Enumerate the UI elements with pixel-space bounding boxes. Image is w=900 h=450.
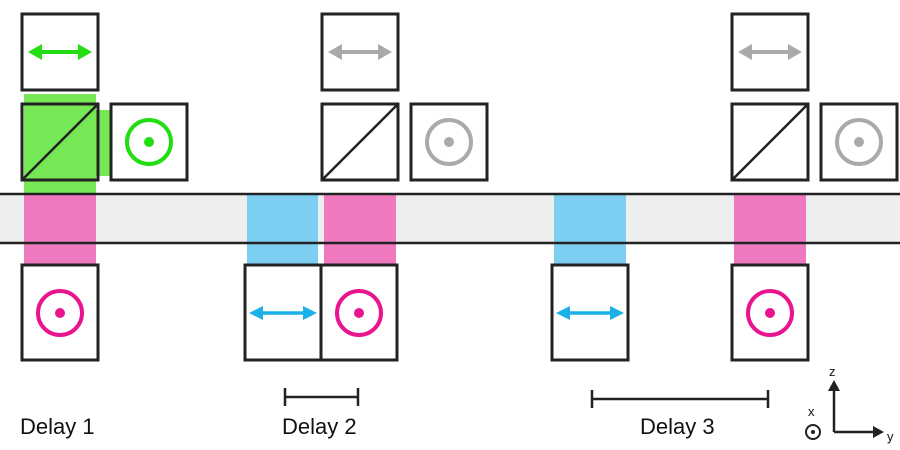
circle-dot-icon xyxy=(36,289,84,337)
pump-box-3 xyxy=(730,263,810,362)
analyzer-box-1 xyxy=(20,12,100,92)
delay-2-bracket xyxy=(283,388,360,406)
probe-box-3 xyxy=(550,263,630,362)
pump-box-1 xyxy=(20,263,100,362)
beam-splitter-3 xyxy=(730,102,810,182)
delay-2-label: Delay 2 xyxy=(282,414,357,439)
double-arrow-icon xyxy=(328,44,392,60)
probe-box-2 xyxy=(243,263,323,362)
band-mid-3 xyxy=(396,195,554,243)
diagonal-split-icon xyxy=(321,103,399,181)
magenta-beam-3 xyxy=(734,194,806,266)
circle-dot-icon xyxy=(835,118,883,166)
bottom-row xyxy=(20,263,810,362)
diagonal-split-icon xyxy=(731,103,809,181)
axis-indicator: z x y xyxy=(805,364,894,444)
delay-1-label: Delay 1 xyxy=(20,414,95,439)
top-row xyxy=(20,12,899,182)
band-left xyxy=(0,195,24,243)
pump-box-2 xyxy=(319,263,399,362)
green-beam-vertical xyxy=(24,94,96,194)
double-arrow-icon xyxy=(28,44,92,60)
delay-3-bracket xyxy=(590,390,770,408)
magenta-beam-2 xyxy=(324,194,396,266)
x-axis-out-of-plane-icon xyxy=(805,424,821,440)
circle-dot-icon xyxy=(425,118,473,166)
out-of-plane-box-1 xyxy=(109,102,189,182)
band-mid-4 xyxy=(626,195,734,243)
double-arrow-icon xyxy=(556,306,624,320)
beam-splitter-2 xyxy=(320,102,400,182)
band-right xyxy=(806,195,900,243)
double-arrow-icon xyxy=(249,306,317,320)
blue-beam-2 xyxy=(554,194,626,266)
axis-y-label: y xyxy=(887,429,894,444)
double-arrow-icon xyxy=(738,44,802,60)
circle-dot-icon xyxy=(125,118,173,166)
delay-3-label: Delay 3 xyxy=(640,414,715,439)
blue-beam-1 xyxy=(247,194,318,266)
band-mid-1 xyxy=(96,195,247,243)
analyzer-box-2 xyxy=(320,12,400,92)
circle-dot-icon xyxy=(746,289,794,337)
axis-x-label: x xyxy=(808,404,815,419)
out-of-plane-box-2 xyxy=(409,102,489,182)
z-axis-arrow xyxy=(828,380,840,432)
y-axis-arrow xyxy=(834,426,884,438)
sample-band xyxy=(0,192,900,245)
axis-z-label: z xyxy=(829,364,836,379)
circle-dot-icon xyxy=(335,289,383,337)
beams xyxy=(24,94,806,266)
magenta-beam-1 xyxy=(24,194,96,266)
analyzer-box-3 xyxy=(730,12,810,92)
out-of-plane-box-3 xyxy=(819,102,899,182)
band-mid-2 xyxy=(318,195,324,243)
diagonal-split-icon xyxy=(21,103,99,181)
beam-splitter-1 xyxy=(20,102,100,182)
